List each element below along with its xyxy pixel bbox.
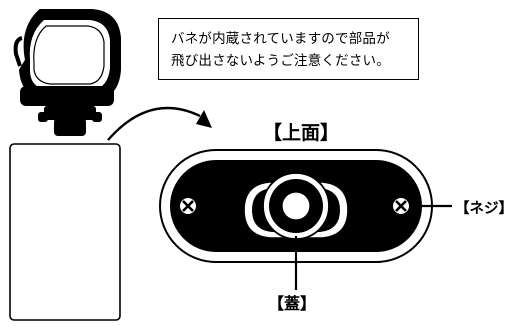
device-body bbox=[9, 143, 121, 321]
caution-notice: バネが内蔵されていますので部品が 飛び出さないようご注意ください。 bbox=[158, 18, 419, 80]
curved-arrow bbox=[107, 106, 212, 141]
caution-line-1: バネが内蔵されていますので部品が bbox=[171, 31, 390, 47]
caution-line-2: 飛び出さないようご注意ください。 bbox=[171, 53, 390, 69]
screw-label: 【ネジ】 bbox=[455, 201, 513, 217]
top-face-label: 【上面】 bbox=[263, 122, 340, 144]
top-face-plate bbox=[159, 149, 433, 263]
screw-left bbox=[178, 196, 198, 216]
device-clip-head bbox=[13, 9, 121, 136]
lid-label: 【蓋】 bbox=[268, 294, 317, 313]
screw-right bbox=[391, 196, 411, 216]
